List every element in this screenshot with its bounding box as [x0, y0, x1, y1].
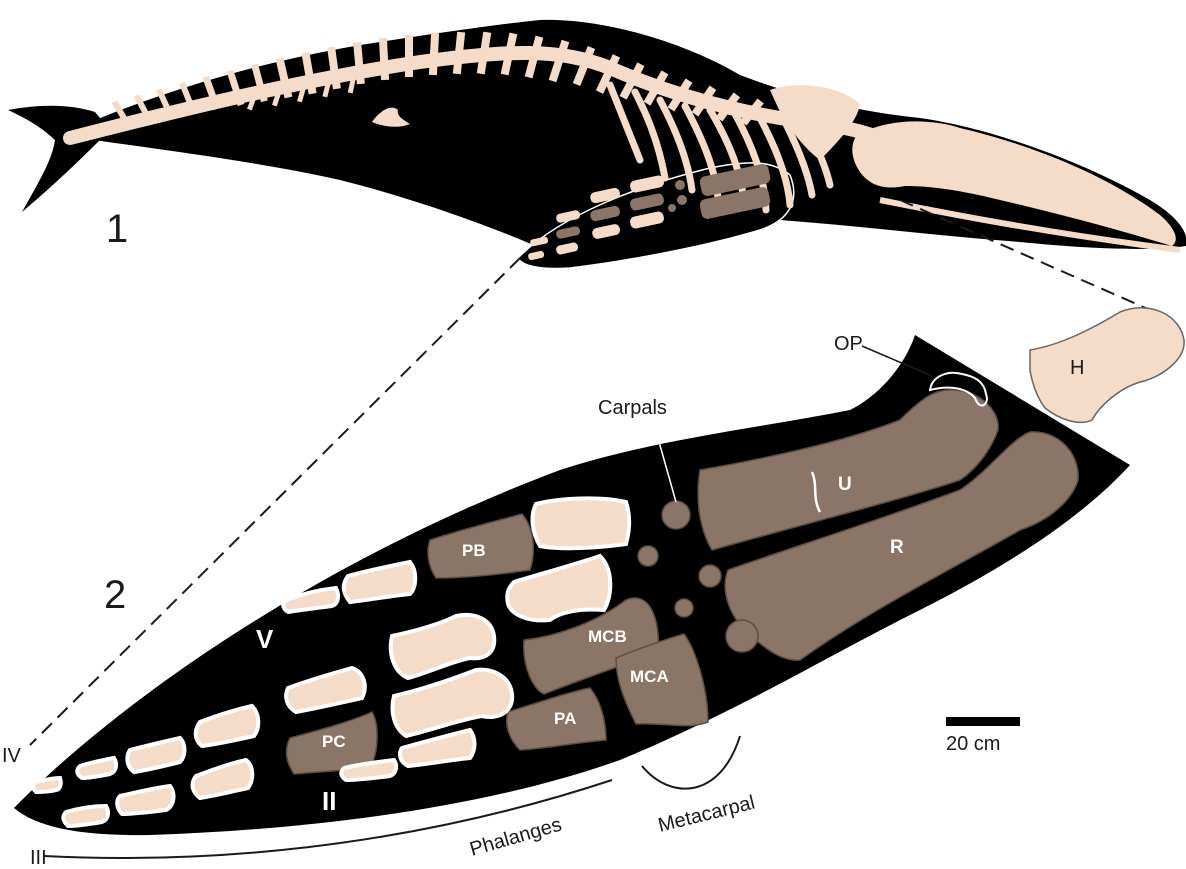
digit-iii-label: III [30, 847, 47, 869]
scale-bar-label: 20 cm [946, 733, 1000, 755]
carpal-1 [662, 501, 690, 529]
ulna-label: U [838, 474, 852, 495]
radius-label: R [890, 537, 904, 558]
phalanges-label: Phalanges [467, 814, 564, 861]
flipper-detail-panel: H [2, 308, 1184, 869]
carpal-2 [638, 546, 658, 566]
mca-label: MCA [630, 667, 669, 686]
panel-2-label: 2 [104, 573, 126, 617]
mcb-label: MCB [588, 627, 627, 646]
carpals-label: Carpals [598, 397, 667, 419]
digit-ii-label: II [322, 786, 336, 816]
whale-panel: 1 [8, 20, 1186, 269]
digit-v-label: V [256, 624, 274, 654]
panel-1-label: 1 [106, 207, 128, 251]
pb-label: PB [462, 541, 486, 560]
pa-label: PA [554, 709, 576, 728]
humerus-label: H [1070, 357, 1084, 379]
carpal-3 [699, 565, 721, 587]
scale-bar [946, 717, 1020, 726]
metacarpal-label: Metacarpal [656, 792, 757, 837]
humerus-outline [1030, 308, 1184, 423]
digit-iv-label: IV [2, 745, 22, 767]
pc-label: PC [322, 732, 346, 751]
op-label: OP [834, 333, 863, 355]
carpal-4 [675, 599, 693, 617]
carpal-5 [726, 620, 758, 652]
